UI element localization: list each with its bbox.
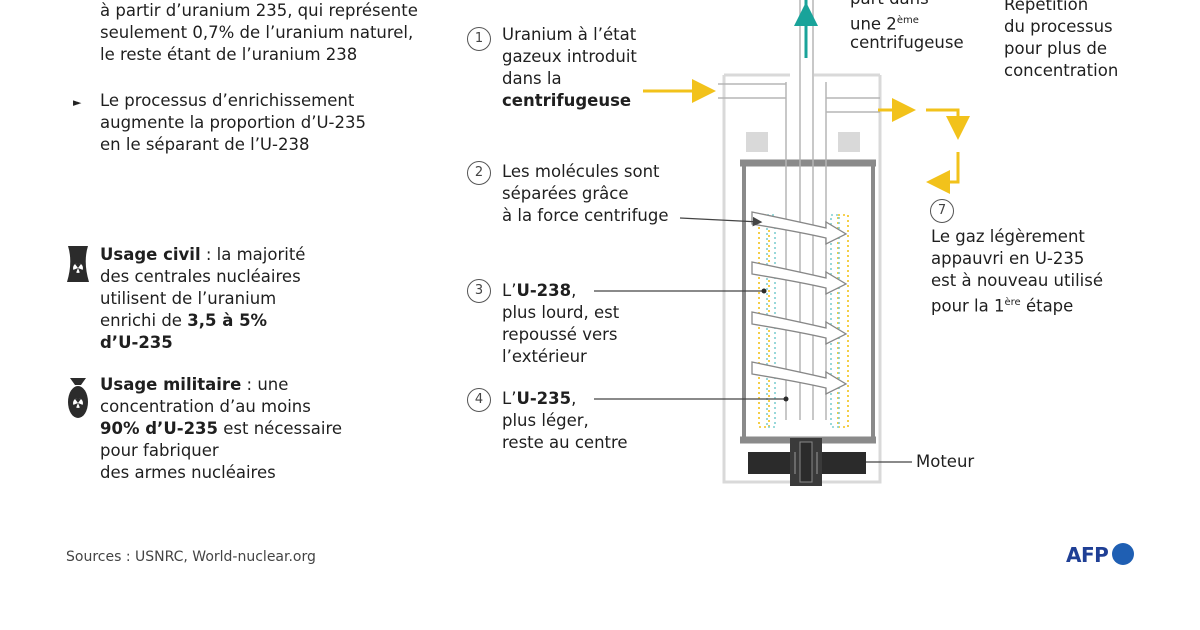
step-7-line-1: Le gaz légèrement — [931, 227, 1085, 246]
u238-zone-right — [830, 214, 849, 428]
nuclear-plant-icon — [67, 246, 89, 282]
sources: Sources : USNRC, World-nuclear.org — [66, 549, 316, 565]
civil-line-1: Usage civil : la majorité — [100, 245, 306, 264]
step-3-line-1: L’U-238, — [502, 281, 577, 300]
step-3-line-3: repoussé vers — [502, 325, 618, 344]
step-4-number: 4 — [467, 388, 491, 412]
step-1-line-1: Uranium à l’état — [502, 25, 637, 44]
intro-line-1: à partir d’uranium 235, qui représente — [100, 1, 418, 20]
bullet-marker: ► — [73, 96, 82, 109]
military-line-1: Usage militaire : une — [100, 375, 289, 394]
civil-line-2: des centrales nucléaires — [100, 267, 301, 286]
step-1-line-2: gazeux introduit — [502, 47, 637, 66]
step-5-line-1: part dans — [850, 0, 929, 10]
process-line-3: en le séparant de l’U-238 — [100, 135, 310, 154]
step-6-line-1: Répétition — [1004, 0, 1089, 14]
step-1-line-4: centrifugeuse — [502, 91, 632, 110]
military-line-5: des armes nucléaires — [100, 463, 276, 482]
step-7-line-4: pour la 1ère étape — [931, 296, 1074, 316]
process-line-2: augmente la proportion d’U-235 — [100, 113, 366, 132]
step-6-line-2: du processus — [1004, 17, 1113, 36]
afp-logo: AFP — [1066, 543, 1109, 567]
step-4-line-2: plus léger, — [502, 411, 589, 430]
step-1-line-3: dans la — [502, 69, 562, 88]
military-line-4: pour fabriquer — [100, 441, 219, 460]
military-line-2: concentration d’au moins — [100, 397, 311, 416]
step-3-line-2: plus lourd, est — [502, 303, 620, 322]
intro-line-2: seulement 0,7% de l’uranium naturel, — [100, 23, 414, 42]
step-6-line-3: pour plus de — [1004, 39, 1108, 58]
motor-label: Moteur — [916, 452, 975, 471]
step-4-line-3: reste au centre — [502, 433, 628, 452]
motor-icon — [748, 438, 866, 486]
step-6-line-4: concentration — [1004, 61, 1119, 80]
step-3-line-4: l’extérieur — [502, 347, 587, 366]
military-title: Usage militaire — [100, 375, 242, 394]
step-1-number: 1 — [467, 27, 491, 51]
process-line-1: Le processus d’enrichissement — [100, 91, 355, 110]
step-4-line-1: L’U-235, — [502, 389, 577, 408]
outlet-pipe — [826, 97, 880, 113]
rotation-arrows — [751, 211, 848, 396]
recycle-arrow — [878, 98, 970, 194]
step-2-line-1: Les molécules sont — [502, 162, 660, 181]
step-5-line-3: centrifugeuse — [850, 33, 964, 52]
step-7-line-2: appauvri en U-235 — [931, 249, 1085, 268]
civil-line-3: utilisent de l’uranium — [100, 289, 277, 308]
military-line-3: 90% d’U-235 est nécessaire — [100, 419, 343, 438]
civil-title: Usage civil — [100, 245, 201, 264]
step-2-line-2: séparées grâce — [502, 184, 629, 203]
step-2-line-3: à la force centrifuge — [502, 206, 669, 225]
step-7-number: 7 — [930, 199, 954, 223]
left-cap — [746, 132, 768, 152]
afp-logo-dot — [1112, 543, 1134, 565]
step-7-line-3: est à nouveau utilisé — [931, 271, 1103, 290]
right-cap — [838, 132, 860, 152]
inlet-pipe — [718, 83, 786, 99]
nuclear-bomb-icon — [68, 378, 88, 418]
civil-line-4: enrichi de 3,5 à 5% — [100, 311, 268, 330]
leader-step-2 — [679, 216, 763, 227]
intro-line-3: le reste étant de l’uranium 238 — [100, 45, 358, 64]
step-5-line-2: une 2ème — [850, 14, 919, 34]
step-3-number: 3 — [467, 279, 491, 303]
step-2-number: 2 — [467, 161, 491, 185]
central-tubes — [785, 0, 827, 420]
civil-line-5: d’U-235 — [100, 333, 173, 352]
